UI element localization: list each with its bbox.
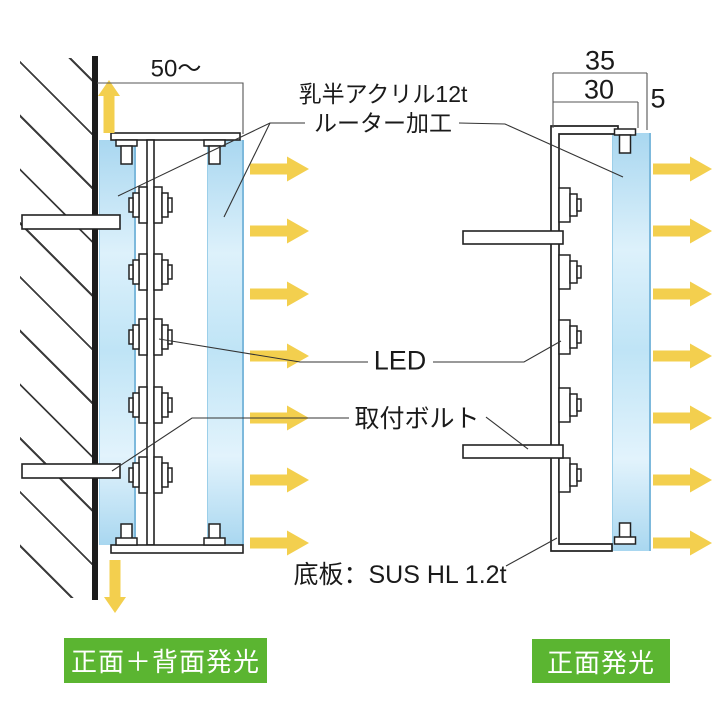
mounting-bolt-label: 取付ボルト <box>354 405 480 433</box>
top-plate <box>110 132 241 141</box>
leader-bolt-left <box>111 417 349 472</box>
material-label: 乳半アクリル12t ルーター加工 <box>287 80 479 138</box>
dimension-line-30 <box>553 101 639 128</box>
dimension-30-label: 30 <box>583 74 615 105</box>
dimension-35-label: 35 <box>584 45 616 76</box>
mounting-bolt-right-upper <box>462 230 564 245</box>
dimension-line-35 <box>552 72 648 130</box>
leader-bottom-plate <box>505 537 558 567</box>
light-emission-arrow-up <box>98 80 120 133</box>
leader-lines <box>111 122 624 567</box>
dimension-lines <box>97 72 648 134</box>
material-label-line2: ルーター加工 <box>314 110 452 136</box>
bottom-plate-left-diagram <box>110 544 244 554</box>
dimension-50-label: 50〜 <box>150 55 202 83</box>
dimension-line-50 <box>97 82 244 134</box>
emission-arrows-right-diagram <box>653 156 712 556</box>
light-emission-arrow-down <box>104 560 126 613</box>
mounting-bolt-left-lower <box>21 463 121 479</box>
acrylic-panel-front-left <box>207 140 244 545</box>
leader-led-right <box>433 340 562 363</box>
dimension-5-label: 5 <box>650 83 666 114</box>
wall-hatching <box>20 58 92 598</box>
center-plate <box>146 139 155 546</box>
mounting-bolt-right-lower <box>462 444 564 459</box>
channel-back-plate <box>550 125 619 552</box>
badge-front-emission: 正面発光 <box>532 639 670 683</box>
acrylic-panel-front-right <box>612 133 651 551</box>
material-label-line1: 乳半アクリル12t <box>298 81 468 107</box>
leader-material-to-front-acrylic <box>223 122 271 218</box>
wall-line <box>92 56 98 600</box>
led-label: LED <box>373 345 427 376</box>
mounting-bolt-left-upper <box>21 214 121 230</box>
leader-material-to-right-acrylic <box>458 122 624 178</box>
leader-bolt-right <box>485 416 529 450</box>
bottom-plate-label: 底板：SUS HL 1.2t <box>293 561 507 589</box>
emission-arrows-left-diagram <box>98 80 309 613</box>
badge-front-back-emission: 正面＋背面発光 <box>64 638 267 683</box>
leader-led-left <box>158 338 368 363</box>
